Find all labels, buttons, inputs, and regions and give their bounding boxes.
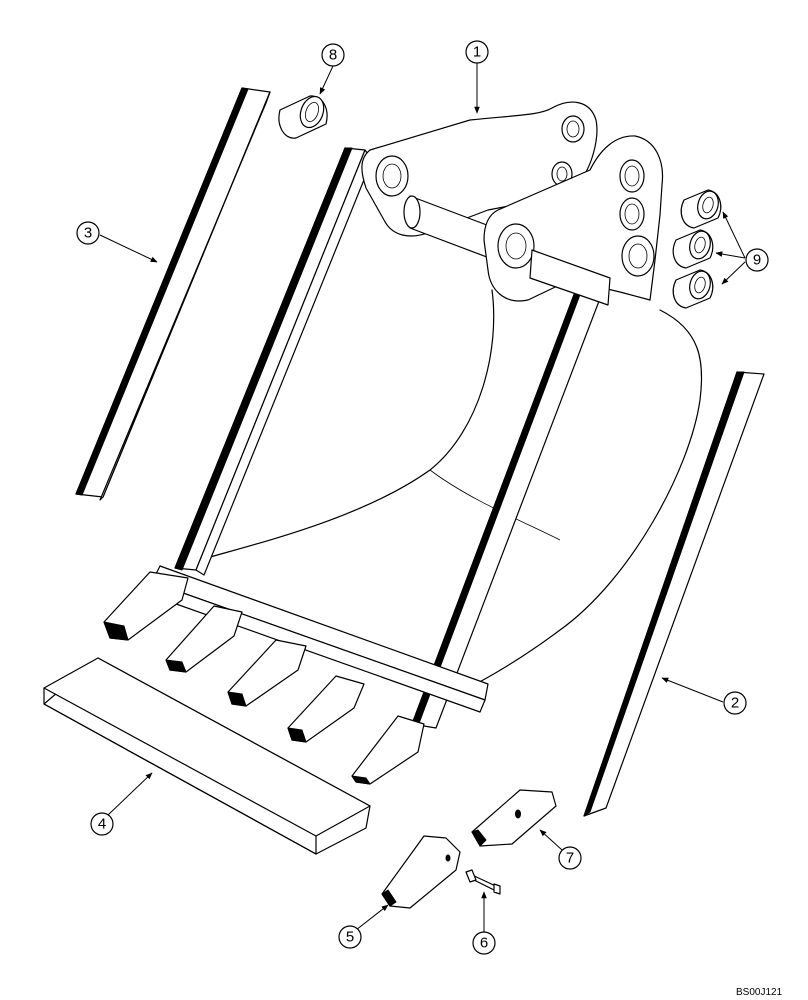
cutting-edge-blade bbox=[43, 657, 371, 855]
callout-7: 7 bbox=[539, 829, 582, 870]
pin-part-6 bbox=[465, 869, 501, 895]
callout-2-label: 2 bbox=[731, 695, 739, 712]
callout-9-label: 9 bbox=[753, 252, 761, 269]
bushing-part-8 bbox=[278, 95, 328, 139]
callout-1-label: 1 bbox=[473, 44, 481, 61]
callout-2: 2 bbox=[661, 677, 747, 715]
callout-1: 1 bbox=[465, 40, 489, 114]
callout-3-label: 3 bbox=[84, 225, 92, 242]
callout-5: 5 bbox=[338, 904, 389, 949]
callout-4: 4 bbox=[90, 772, 153, 836]
callout-4-label: 4 bbox=[98, 816, 106, 833]
side-wear-strip-left bbox=[75, 87, 271, 501]
callout-5-label: 5 bbox=[346, 929, 354, 946]
bucket-assembly bbox=[103, 101, 703, 785]
tooth-part-5 bbox=[381, 835, 461, 909]
callout-9: 9 bbox=[715, 211, 769, 285]
callout-8-label: 8 bbox=[329, 47, 337, 64]
callout-6-label: 6 bbox=[480, 935, 488, 952]
callout-6: 6 bbox=[472, 891, 496, 955]
callout-3: 3 bbox=[76, 221, 158, 263]
bushings-part-9 bbox=[672, 189, 722, 309]
figure-id: BS00J121 bbox=[736, 987, 783, 998]
side-wear-strip-right bbox=[583, 371, 765, 817]
callout-7-label: 7 bbox=[566, 850, 574, 867]
tooth-part-7 bbox=[471, 789, 557, 847]
callout-8: 8 bbox=[319, 43, 345, 95]
